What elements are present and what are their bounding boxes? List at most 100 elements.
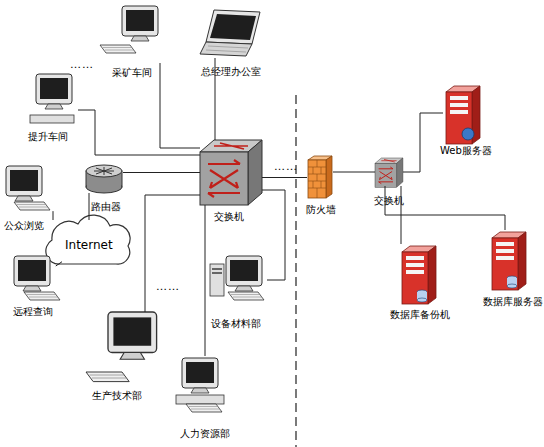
workstation-icon (122, 6, 158, 41)
icon-part (200, 42, 252, 56)
network-device: 公众浏览 (3, 165, 53, 213)
network-link (262, 177, 307, 178)
network-device: 提升车间 (30, 72, 78, 127)
network-link (145, 195, 200, 312)
network-link (262, 190, 285, 280)
network-link (385, 186, 505, 230)
switch-icon (200, 140, 262, 205)
network-link (123, 172, 200, 173)
icon-part (86, 165, 122, 177)
icon-part (176, 395, 224, 404)
network-device: 数据库服务器 (488, 230, 528, 292)
device-label: 交换机 (374, 195, 404, 207)
network-device: 生产技术部 (85, 312, 163, 384)
workstation-icon (14, 256, 50, 291)
network-device: 采矿车间 (100, 5, 168, 63)
firewall-icon (308, 156, 332, 198)
icon-part (186, 404, 222, 412)
icon-part (507, 284, 517, 288)
network-link (205, 205, 206, 356)
network-device: 总经理办公室 (198, 8, 264, 58)
icon-part (228, 292, 264, 300)
network-device: 交换机 (375, 158, 403, 186)
keyboard-icon (86, 372, 129, 382)
icon-part (446, 86, 480, 144)
network-device: 交换机 (200, 140, 262, 205)
icon-part (210, 14, 256, 40)
laptop-icon (200, 10, 260, 56)
keyboard-icon (100, 45, 136, 53)
workstation-icon (182, 358, 218, 393)
device-label: Internet (65, 239, 113, 251)
network-device: 人力资源部 (175, 356, 227, 414)
device-label: 交换机 (214, 211, 244, 223)
switch-icon (375, 158, 403, 187)
icon-part (122, 6, 158, 41)
workstation-icon (36, 74, 72, 109)
icon-part (108, 312, 157, 359)
router-icon (86, 165, 122, 193)
workstation-icon (108, 312, 157, 359)
icon-part (14, 256, 50, 291)
network-device: 设备材料部 (203, 255, 267, 303)
device-label: 总经理办公室 (201, 66, 261, 78)
network-device: 路由器 (85, 163, 123, 193)
icon-part (417, 298, 427, 302)
workstation-icon (226, 256, 262, 291)
network-link (53, 211, 54, 220)
device-label: 数据库备份机 (390, 309, 450, 321)
device-label: 采矿车间 (112, 67, 152, 79)
icon-part (100, 45, 136, 53)
desktop-case (176, 395, 224, 404)
icon-part (402, 246, 436, 304)
tower-icon (210, 264, 224, 296)
keyboard-icon (228, 292, 264, 300)
network-device: Internet (45, 220, 133, 266)
desktop-case (30, 115, 74, 123)
icon-part (94, 167, 114, 175)
icon-part (24, 292, 60, 300)
icon-part (6, 166, 42, 201)
icon-part (210, 264, 224, 296)
device-label: 公众浏览 (4, 220, 44, 232)
icon-part (326, 156, 332, 198)
icon-part (226, 256, 262, 291)
icon-part (14, 202, 50, 210)
icon-part (182, 358, 218, 393)
device-label: 人力资源部 (180, 428, 230, 440)
ellipsis-mark: …… (274, 160, 298, 173)
icon-part (308, 160, 326, 198)
device-label: Web服务器 (440, 145, 492, 157)
keyboard-icon (186, 404, 222, 412)
icon-part (200, 140, 262, 205)
network-link (89, 193, 90, 220)
keyboard-icon (14, 202, 50, 210)
device-label: 远程查询 (13, 306, 53, 318)
device-label: 防火墙 (306, 204, 336, 216)
network-link (78, 110, 200, 155)
server-icon (402, 246, 436, 304)
icon-part (492, 232, 526, 290)
internet-cloud (46, 215, 130, 264)
network-device: 数据库备份机 (398, 244, 442, 306)
device-label: 数据库服务器 (483, 296, 543, 308)
zone-divider (295, 95, 296, 447)
workstation-icon (6, 166, 42, 201)
server-icon (492, 232, 526, 290)
icon-part (308, 160, 326, 198)
network-link (403, 113, 443, 172)
icon-part (375, 158, 403, 187)
network-device: 远程查询 (12, 255, 62, 303)
icon-part (36, 74, 72, 109)
network-link (160, 63, 200, 148)
ellipsis-mark: …… (70, 58, 94, 71)
network-device: 防火墙 (307, 155, 333, 200)
keyboard-icon (24, 292, 60, 300)
icon-part (462, 128, 474, 140)
icon-part (206, 46, 248, 52)
icon-part (86, 372, 129, 382)
ellipsis-mark: …… (156, 280, 180, 293)
device-label: 生产技术部 (92, 390, 142, 402)
